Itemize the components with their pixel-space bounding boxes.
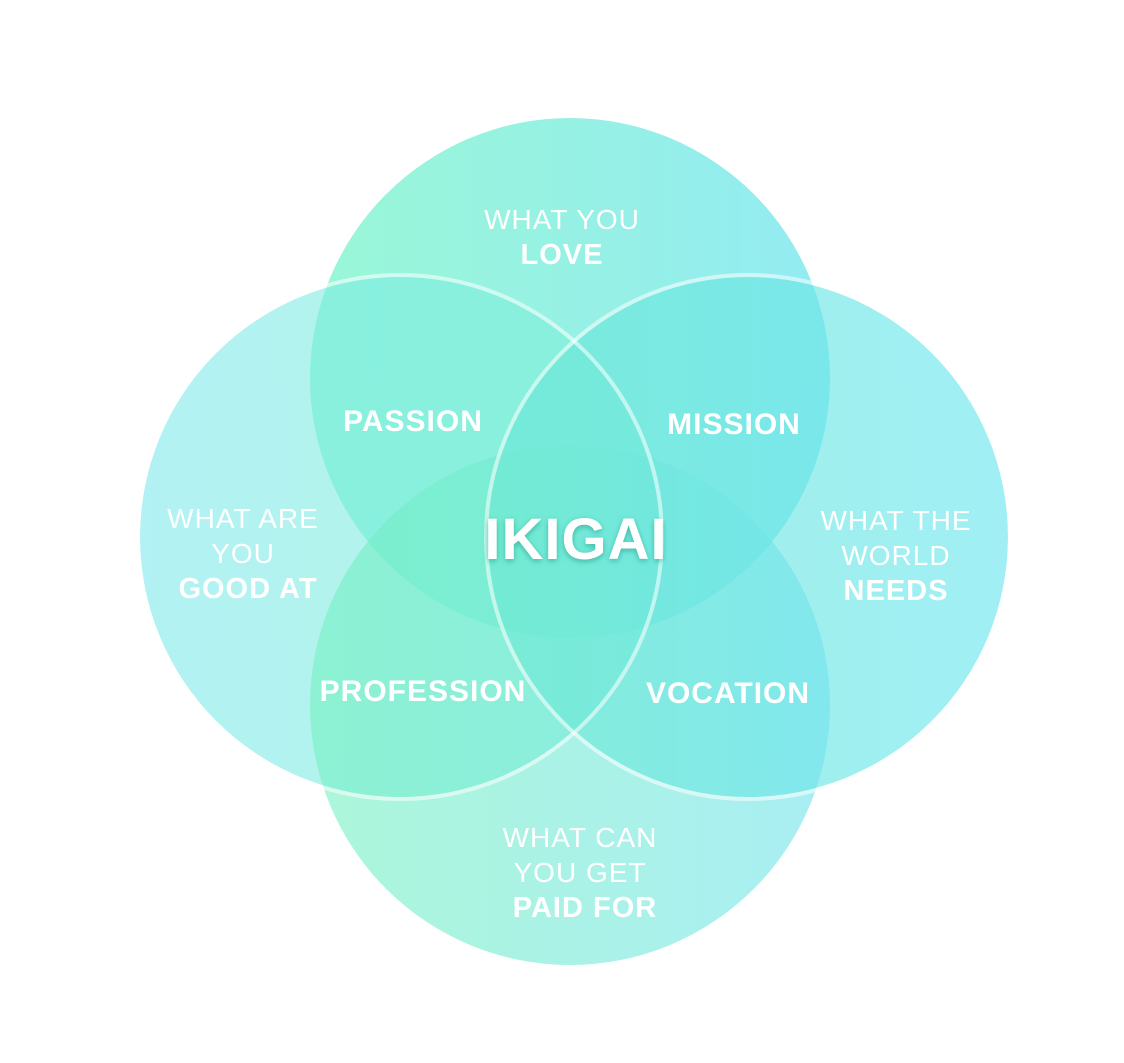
label-vocation: VOCATION	[646, 677, 810, 710]
label-love-line1: WHAT YOU	[484, 204, 640, 235]
label-world-needs-line2: WORLD	[841, 540, 950, 571]
label-mission: MISSION	[667, 408, 801, 441]
center-label-ikigai: IKIGAI	[484, 507, 667, 572]
label-good-at-line3: GOOD AT	[178, 573, 317, 605]
label-love-line2: LOVE	[521, 239, 604, 271]
ring-world-needs	[484, 273, 1012, 801]
label-paid-for-line2: YOU GET	[513, 857, 646, 888]
label-profession: PROFESSION	[320, 675, 527, 708]
circle-paid-for	[310, 445, 830, 965]
label-world-needs-line3: NEEDS	[844, 575, 949, 607]
label-passion: PASSION	[343, 405, 483, 438]
label-paid-for-line3: PAID FOR	[513, 892, 657, 924]
label-good-at-line2: YOU	[211, 538, 275, 569]
label-good-at-line1: WHAT ARE	[167, 503, 319, 534]
label-world-needs-line1: WHAT THE	[820, 505, 971, 536]
label-paid-for-line1: WHAT CAN	[503, 822, 658, 853]
ring-good-at	[136, 273, 664, 801]
